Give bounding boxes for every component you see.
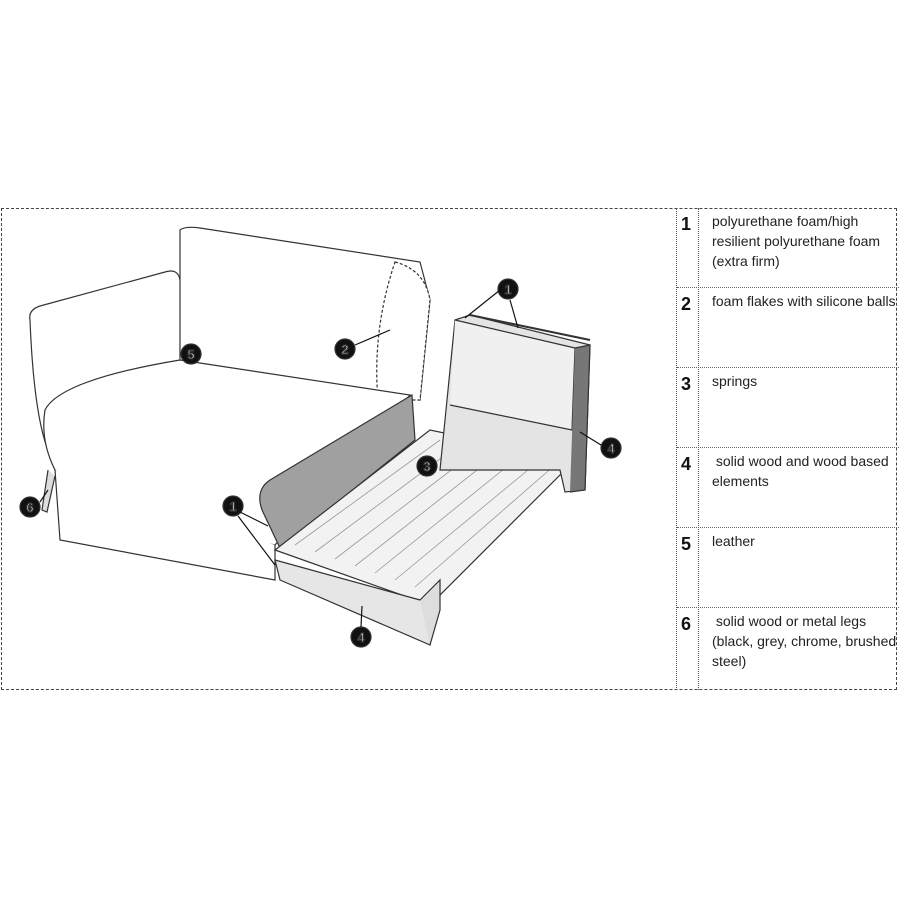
callout-6: 6 bbox=[19, 496, 41, 518]
callout-1-top: 1 bbox=[497, 278, 519, 300]
legend-row: 1 polyurethane foam/high resilient polyur… bbox=[677, 208, 899, 288]
callout-3: 3 bbox=[416, 455, 438, 477]
materials-legend: 1 polyurethane foam/high resilient polyur… bbox=[676, 208, 899, 690]
legend-row: 3 springs bbox=[677, 368, 899, 448]
svg-text:4: 4 bbox=[357, 630, 365, 645]
svg-text:1: 1 bbox=[504, 282, 511, 297]
legend-row: 4 solid wood and wood based elements bbox=[677, 448, 899, 528]
svg-text:2: 2 bbox=[341, 342, 348, 357]
svg-text:1: 1 bbox=[229, 499, 236, 514]
column-divider bbox=[698, 208, 699, 690]
legend-text: foam flakes with silicone balls bbox=[712, 293, 896, 309]
legend-text: leather bbox=[712, 533, 755, 549]
legend-text: solid wood and wood based elements bbox=[712, 453, 893, 489]
legend-row: 6 solid wood or metal legs (black, grey,… bbox=[677, 608, 899, 690]
legend-text: solid wood or metal legs (black, grey, c… bbox=[712, 613, 900, 669]
sofa-armrest bbox=[29, 270, 183, 321]
legend-text: polyurethane foam/high resilient polyure… bbox=[712, 213, 884, 269]
seat-side-foam bbox=[259, 393, 416, 549]
legend-number: 4 bbox=[681, 454, 692, 474]
callout-1-left: 1 bbox=[222, 495, 244, 517]
sofa-exploded-diagram: 1 2 3 4 5 6 1 4 bbox=[19, 226, 622, 648]
legend-number: 3 bbox=[681, 374, 692, 394]
callout-4-bottom: 4 bbox=[350, 626, 372, 648]
svg-text:5: 5 bbox=[187, 347, 194, 362]
legend-number: 5 bbox=[681, 534, 692, 554]
legend-number: 6 bbox=[681, 614, 692, 634]
legend-text: springs bbox=[712, 373, 758, 389]
legend-row: 2 foam flakes with silicone balls bbox=[677, 288, 899, 368]
svg-text:4: 4 bbox=[607, 441, 615, 456]
svg-text:3: 3 bbox=[423, 459, 430, 474]
callout-5: 5 bbox=[180, 343, 202, 365]
svg-text:6: 6 bbox=[26, 500, 33, 515]
diagram-frame bbox=[1, 208, 897, 690]
legend-number: 2 bbox=[681, 294, 692, 314]
legend-row: 5 leather bbox=[677, 528, 899, 608]
legend-number: 1 bbox=[681, 214, 692, 234]
callout-2: 2 bbox=[334, 338, 356, 360]
sofa-leg bbox=[41, 469, 56, 513]
callout-4-right: 4 bbox=[600, 437, 622, 459]
